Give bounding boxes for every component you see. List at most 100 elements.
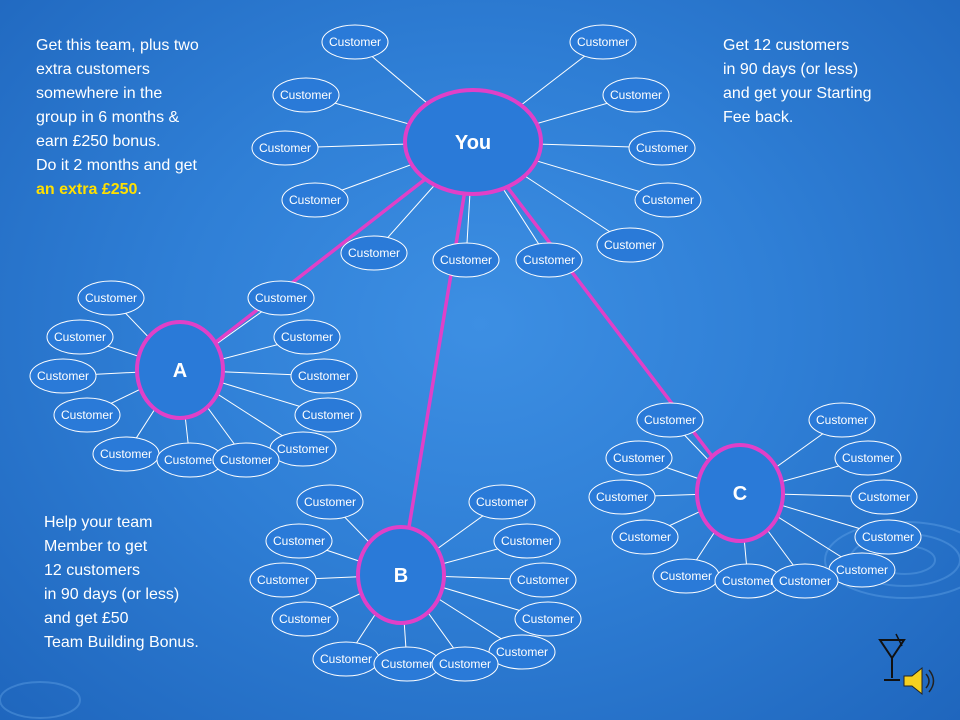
customer-ellipse — [271, 601, 339, 637]
customer-node: Customer — [602, 77, 670, 113]
customer-label: Customer — [257, 573, 309, 587]
customer-node: Customer — [29, 358, 97, 394]
customer-ellipse — [602, 77, 670, 113]
customer-label: Customer — [858, 490, 910, 504]
note-line: Get 12 customers — [723, 37, 850, 54]
customer-label: Customer — [37, 369, 89, 383]
customer-node: Customer — [636, 402, 704, 438]
customer-node: Customer — [290, 358, 358, 394]
customer-node: Customer — [92, 436, 160, 472]
customer-ellipse — [628, 130, 696, 166]
customer-ellipse — [340, 235, 408, 271]
customer-node: Customer — [53, 397, 121, 433]
customer-node: Customer — [488, 634, 556, 670]
customer-ellipse — [808, 402, 876, 438]
note-line: Member to get — [44, 538, 148, 555]
customer-ellipse — [493, 523, 561, 559]
customer-label: Customer — [613, 451, 665, 465]
speaker-icon[interactable] — [903, 666, 935, 696]
customer-node: Customer — [269, 431, 337, 467]
customer-node: Customer — [515, 242, 583, 278]
note-line: Fee back. — [723, 109, 794, 126]
customer-ellipse — [296, 484, 364, 520]
customer-label: Customer — [255, 291, 307, 305]
customer-ellipse — [509, 562, 577, 598]
customer-node: Customer — [340, 235, 408, 271]
hub-label: You — [455, 132, 491, 154]
customer-node: Customer — [828, 552, 896, 588]
customer-label: Customer — [523, 253, 575, 267]
customer-ellipse — [290, 358, 358, 394]
hub-you: You — [403, 88, 543, 196]
customer-ellipse — [212, 442, 280, 478]
customer-label: Customer — [348, 246, 400, 260]
hub-ellipse — [695, 443, 785, 543]
customer-label: Customer — [522, 612, 574, 626]
hub-label: C — [733, 483, 747, 505]
customer-ellipse — [294, 397, 362, 433]
note-line: and get £50 — [44, 610, 129, 627]
customer-ellipse — [850, 479, 918, 515]
customer-node: Customer — [808, 402, 876, 438]
customer-node: Customer — [605, 440, 673, 476]
customer-label: Customer — [610, 88, 662, 102]
customer-label: Customer — [298, 369, 350, 383]
customer-ellipse — [771, 563, 839, 599]
customer-node: Customer — [321, 24, 389, 60]
customer-label: Customer — [636, 141, 688, 155]
customer-node: Customer — [432, 242, 500, 278]
customer-node: Customer — [596, 227, 664, 263]
note-line: somewhere in the — [36, 85, 163, 102]
customer-node: Customer — [514, 601, 582, 637]
customer-ellipse — [634, 182, 702, 218]
customer-ellipse — [251, 130, 319, 166]
customer-label: Customer — [644, 413, 696, 427]
customer-node: Customer — [509, 562, 577, 598]
customer-node: Customer — [247, 280, 315, 316]
customer-node: Customer — [296, 484, 364, 520]
customer-label: Customer — [779, 574, 831, 588]
note-line: Get this team, plus two — [36, 37, 199, 54]
customer-node: Customer — [493, 523, 561, 559]
customer-ellipse — [468, 484, 536, 520]
customer-label: Customer — [277, 442, 329, 456]
customer-label: Customer — [85, 291, 137, 305]
customer-node: Customer — [273, 319, 341, 355]
note-line: group in 6 months & — [36, 109, 180, 126]
customer-node: Customer — [212, 442, 280, 478]
customer-node: Customer — [854, 519, 922, 555]
note-line: Team Building Bonus. — [44, 634, 199, 651]
note-line: an extra £250. — [36, 178, 236, 202]
customer-label: Customer — [440, 253, 492, 267]
customer-node: Customer — [312, 641, 380, 677]
customer-label: Customer — [302, 408, 354, 422]
customer-label: Customer — [517, 573, 569, 587]
customer-ellipse — [29, 358, 97, 394]
hub-label: A — [173, 360, 187, 382]
note-line: Do it 2 months and get — [36, 157, 197, 174]
customer-node: Customer — [628, 130, 696, 166]
customer-ellipse — [636, 402, 704, 438]
customer-ellipse — [854, 519, 922, 555]
hub-ellipse — [135, 320, 225, 420]
customer-node: Customer — [834, 440, 902, 476]
customer-label: Customer — [220, 453, 272, 467]
customer-label: Customer — [164, 453, 216, 467]
customer-label: Customer — [642, 193, 694, 207]
customer-ellipse — [249, 562, 317, 598]
note-line: in 90 days (or less) — [723, 61, 859, 78]
bonus-note: Get this team, plus two extra customers … — [36, 34, 236, 202]
team-link-c — [471, 140, 742, 495]
customer-ellipse — [605, 440, 673, 476]
customer-ellipse — [247, 280, 315, 316]
customer-label: Customer — [604, 238, 656, 252]
customer-label: Customer — [577, 35, 629, 49]
highlight-text: an extra £250 — [36, 181, 138, 198]
customer-label: Customer — [100, 447, 152, 461]
customer-node: Customer — [294, 397, 362, 433]
hub-b: B — [356, 525, 446, 625]
hub-a: A — [135, 320, 225, 420]
team-link-b — [399, 141, 475, 576]
